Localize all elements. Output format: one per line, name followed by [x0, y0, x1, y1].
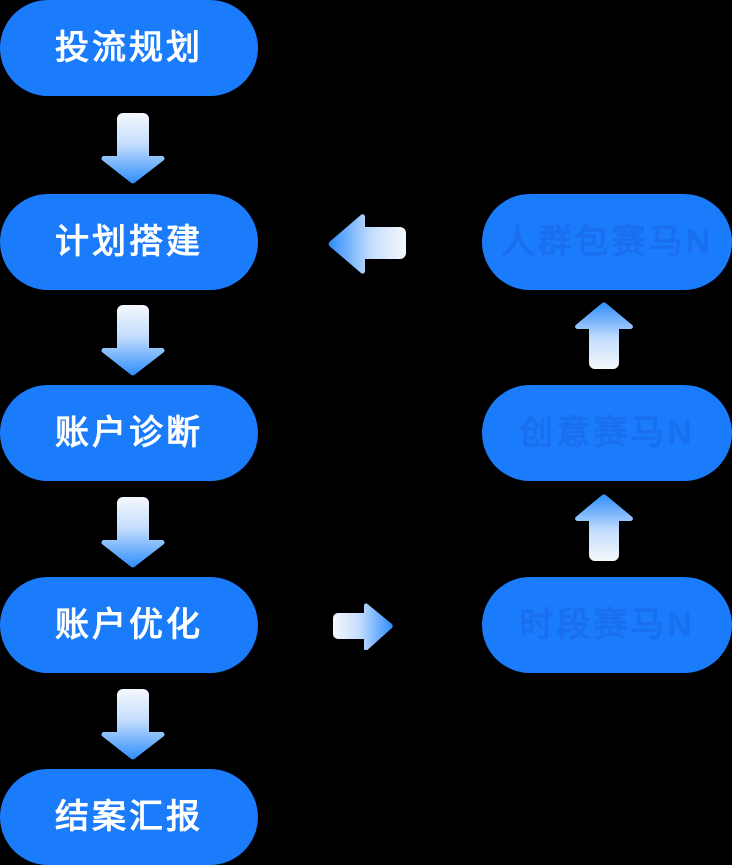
node-label: 结案汇报: [55, 798, 203, 836]
node-case-report[interactable]: 结案汇报: [0, 769, 258, 865]
arrow-up-icon: [573, 492, 635, 564]
arrow-down-icon: [99, 302, 167, 378]
node-timeslot-race[interactable]: 时段赛马N: [482, 577, 732, 673]
node-account-optimization[interactable]: 账户优化: [0, 577, 258, 673]
arrow-left-icon: [327, 212, 409, 274]
node-label: 创意赛马N: [519, 414, 695, 452]
arrow-right-icon: [330, 602, 394, 650]
node-label: 人群包赛马N: [500, 223, 714, 261]
node-audience-race[interactable]: 人群包赛马N: [482, 194, 732, 290]
arrow-up-icon: [573, 300, 635, 372]
node-label: 计划搭建: [55, 223, 203, 261]
node-creative-race[interactable]: 创意赛马N: [482, 385, 732, 481]
node-label: 账户诊断: [55, 414, 203, 452]
node-label: 投流规划: [55, 29, 203, 67]
node-label: 账户优化: [55, 606, 203, 644]
arrow-down-icon: [99, 494, 167, 570]
node-account-diagnosis[interactable]: 账户诊断: [0, 385, 258, 481]
node-label: 时段赛马N: [519, 606, 695, 644]
arrow-down-icon: [99, 686, 167, 762]
node-traffic-planning[interactable]: 投流规划: [0, 0, 258, 96]
arrow-down-icon: [99, 110, 167, 186]
node-plan-building[interactable]: 计划搭建: [0, 194, 258, 290]
